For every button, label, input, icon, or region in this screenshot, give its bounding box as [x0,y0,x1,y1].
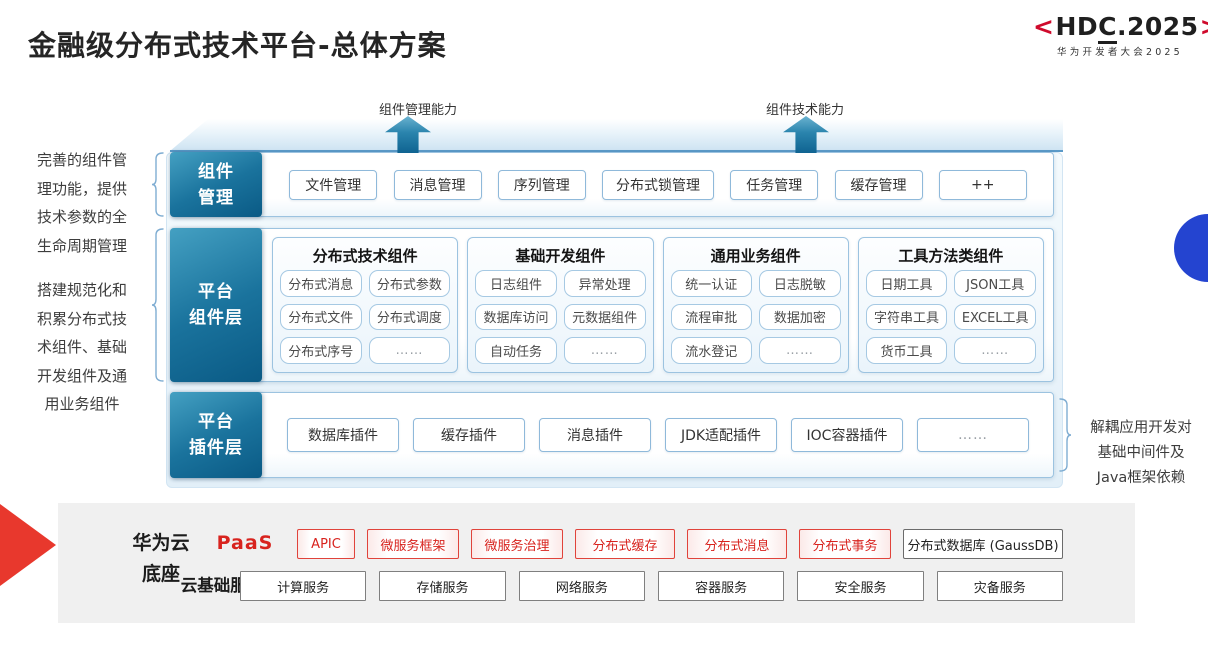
cloud-chip: 容器服务 [657,571,785,601]
cloud-chip: 存储服务 [379,571,506,601]
component-chip: 分布式调度 [368,303,451,331]
layer-body: 文件管理 消息管理 序列管理 分布式锁管理 任务管理 缓存管理 ++ [263,153,1053,216]
group-title: 分布式技术组件 [312,247,418,265]
management-chip: 序列管理 [497,169,586,200]
layer-body: 分布式技术组件 分布式消息 分布式参数 分布式文件 分布式调度 分布式序号 ……… [263,229,1053,381]
layer-label-component-management: 组件 管理 [170,152,262,217]
paas-chip: 分布式缓存 [575,529,675,559]
component-chip: JSON工具 [954,270,1036,297]
paas-services-row: APIC 微服务框架 微服务治理 分布式缓存 分布式消息 分布式事务 分布式数据… [297,529,1063,559]
component-chip-more: …… [368,337,451,364]
left-brace-icon [151,228,164,382]
right-brace-icon [1059,398,1072,472]
cloud-chip: 网络服务 [518,571,645,601]
paas-label: PaaS [216,532,274,554]
plugin-chip-more: …… [917,418,1029,452]
component-chip-more: …… [759,337,841,364]
paas-chip: APIC [297,529,355,559]
group-utility-methods: 工具方法类组件 日期工具 JSON工具 字符串工具 EXCEL工具 货币工具 …… [857,237,1044,373]
paas-chip-gaussdb: 分布式数据库 (GaussDB) [903,529,1063,559]
capability-label-management: 组件管理能力 [378,103,457,118]
top-gradient-band [170,119,1063,151]
group-grid: 日志组件 异常处理 数据库访问 元数据组件 自动任务 …… [475,270,646,364]
plugin-chip: IOC容器插件 [791,418,903,452]
component-chip-more: …… [563,337,646,364]
logo-year: .2025 [1117,12,1199,41]
layer-label-platform-plugins: 平台 插件层 [170,392,262,478]
component-chip: 日志组件 [475,270,557,297]
red-arrow-icon [0,504,56,586]
plugin-chip: 消息插件 [539,418,651,452]
component-chip: 异常处理 [563,270,646,297]
management-chip: 任务管理 [730,169,819,200]
management-chip: 消息管理 [393,169,482,200]
component-chip: 数据加密 [759,303,841,331]
group-grid: 日期工具 JSON工具 字符串工具 EXCEL工具 货币工具 …… [865,270,1036,364]
management-chip: ++ [938,169,1027,200]
management-chip: 缓存管理 [834,169,923,200]
management-chip: 文件管理 [289,169,378,200]
component-chip: 自动任务 [475,337,557,364]
cloud-basic-services-row: 计算服务 存储服务 网络服务 容器服务 安全服务 灾备服务 [240,571,1063,601]
group-title: 通用业务组件 [710,247,801,265]
plugin-chip: 数据库插件 [287,418,399,452]
plugin-chip: JDK适配插件 [665,418,777,452]
group-title: 工具方法类组件 [898,247,1004,265]
cloud-chip: 计算服务 [240,571,367,601]
component-chip: 字符串工具 [865,303,948,331]
component-chip: 货币工具 [865,337,948,364]
component-chip: 分布式消息 [280,270,362,297]
annotation-component-management: 完善的组件管 理功能，提供 技术参数的全 生命周期管理 [36,151,127,255]
plugin-chip: 缓存插件 [413,418,525,452]
page-title: 金融级分布式技术平台-总体方案 [28,29,447,62]
component-chip: 流程审批 [670,303,753,331]
layer-component-management: 组件 管理 文件管理 消息管理 序列管理 分布式锁管理 任务管理 缓存管理 ++ [170,152,1054,217]
group-basic-dev: 基础开发组件 日志组件 异常处理 数据库访问 元数据组件 自动任务 …… [467,237,654,373]
logo-left-bracket: < [1033,12,1055,41]
component-chip: 分布式序号 [280,337,362,364]
component-chip: 元数据组件 [563,303,646,331]
capability-label-technical: 组件技术能力 [765,103,844,118]
layer-platform-plugins: 平台 插件层 数据库插件 缓存插件 消息插件 JDK适配插件 IOC容器插件 …… [170,392,1054,478]
blue-circle-decoration [1174,214,1208,282]
huawei-cloud-foundation-panel: 华为云 底座 PaaS 云基础服务 APIC 微服务框架 微服务治理 分布式缓存… [58,503,1135,623]
component-chip: 日期工具 [865,270,948,297]
component-chip: 日志脱敏 [759,270,841,297]
layer-platform-components: 平台 组件层 分布式技术组件 分布式消息 分布式参数 分布式文件 分布式调度 分… [170,228,1054,382]
group-grid: 统一认证 日志脱敏 流程审批 数据加密 流水登记 …… [670,270,841,364]
component-chip: 分布式文件 [280,303,362,331]
group-grid: 分布式消息 分布式参数 分布式文件 分布式调度 分布式序号 …… [280,270,451,364]
top-divider-line [170,150,1063,152]
management-chip: 分布式锁管理 [602,169,714,200]
group-distributed-tech: 分布式技术组件 分布式消息 分布式参数 分布式文件 分布式调度 分布式序号 …… [272,237,459,373]
paas-chip: 分布式消息 [687,529,787,559]
cloud-chip: 安全服务 [797,571,924,601]
component-chip: 分布式参数 [368,270,451,297]
layer-label-platform-components: 平台 组件层 [170,228,262,382]
cloud-chip: 灾备服务 [936,571,1063,601]
component-chip-more: …… [954,337,1036,364]
hdc-logo-subtitle: 华为开发者大会2025 [1057,47,1183,58]
foundation-label: 华为云 底座 [132,532,190,585]
left-brace-icon [151,152,164,217]
component-chip: 流水登记 [670,337,753,364]
annotation-platform-components: 搭建规范化和 积累分布式技 术组件、基础 开发组件及通 用业务组件 [36,281,127,413]
hdc-logo-text: <HDC.2025> [1032,12,1208,44]
logo-c-underlined: C [1098,12,1117,44]
annotation-plugin-layer: 解耦应用开发对 基础中间件及 Java框架依赖 [1090,420,1192,486]
logo-right-bracket: > [1199,12,1208,41]
group-title: 基础开发组件 [515,247,606,265]
paas-chip: 微服务治理 [471,529,563,559]
logo-hd: HD [1055,12,1099,41]
paas-chip: 微服务框架 [367,529,459,559]
component-chip: 数据库访问 [475,303,557,331]
component-chip: EXCEL工具 [954,303,1036,331]
paas-chip: 分布式事务 [799,529,891,559]
layer-body: 数据库插件 缓存插件 消息插件 JDK适配插件 IOC容器插件 …… [263,393,1053,477]
hdc-2025-logo: <HDC.2025> 华为开发者大会2025 [1032,12,1208,58]
component-chip: 统一认证 [670,270,753,297]
group-common-business: 通用业务组件 统一认证 日志脱敏 流程审批 数据加密 流水登记 …… [662,237,849,373]
